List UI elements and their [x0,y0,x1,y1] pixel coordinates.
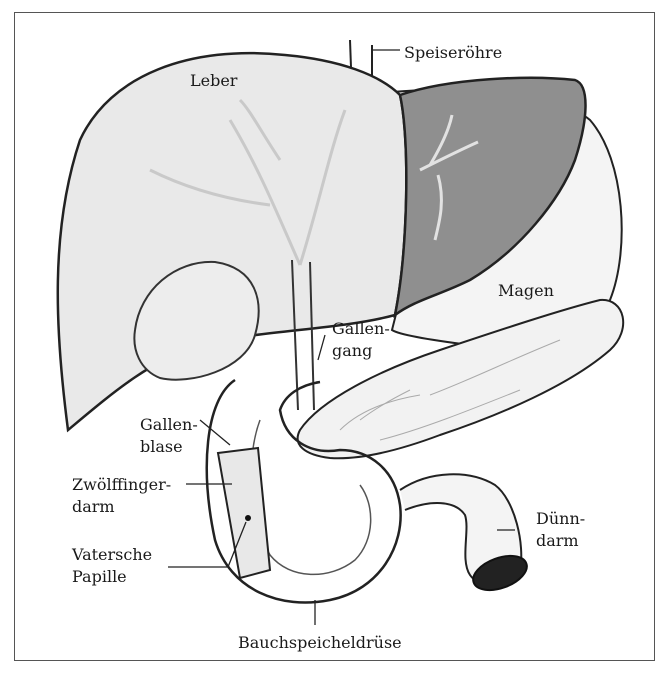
label-vatersche-line2: Papille [72,566,152,588]
liver [58,53,407,430]
label-gallenblase-line2: blase [140,436,198,458]
label-gallenblase: Gallen- blase [140,414,198,458]
label-zwoelffinger-line2: darm [72,496,171,518]
label-leber: Leber [190,70,237,92]
label-zwoelffingerdarm: Zwölffinger- darm [72,474,171,518]
duodenum-opening [218,448,270,578]
label-gallengang-line2: gang [332,340,390,362]
label-duenndarm-line1: Dünn- [536,508,585,530]
label-duenndarm-line2: darm [536,530,585,552]
label-speiseroehre: Speiseröhre [404,42,502,64]
label-vatersche-line1: Vatersche [72,544,152,566]
label-gallengang-line1: Gallen- [332,318,390,340]
label-duenndarm: Dünn- darm [536,508,585,552]
label-gallengang: Gallen- gang [332,318,390,362]
label-zwoelffinger-line1: Zwölffinger- [72,474,171,496]
label-vatersche-papille: Vatersche Papille [72,544,152,588]
label-magen: Magen [498,280,554,302]
label-gallenblase-line1: Gallen- [140,414,198,436]
papilla-dot [245,515,251,521]
label-bauchspeicheldruese: Bauchspeicheldrüse [238,632,402,654]
